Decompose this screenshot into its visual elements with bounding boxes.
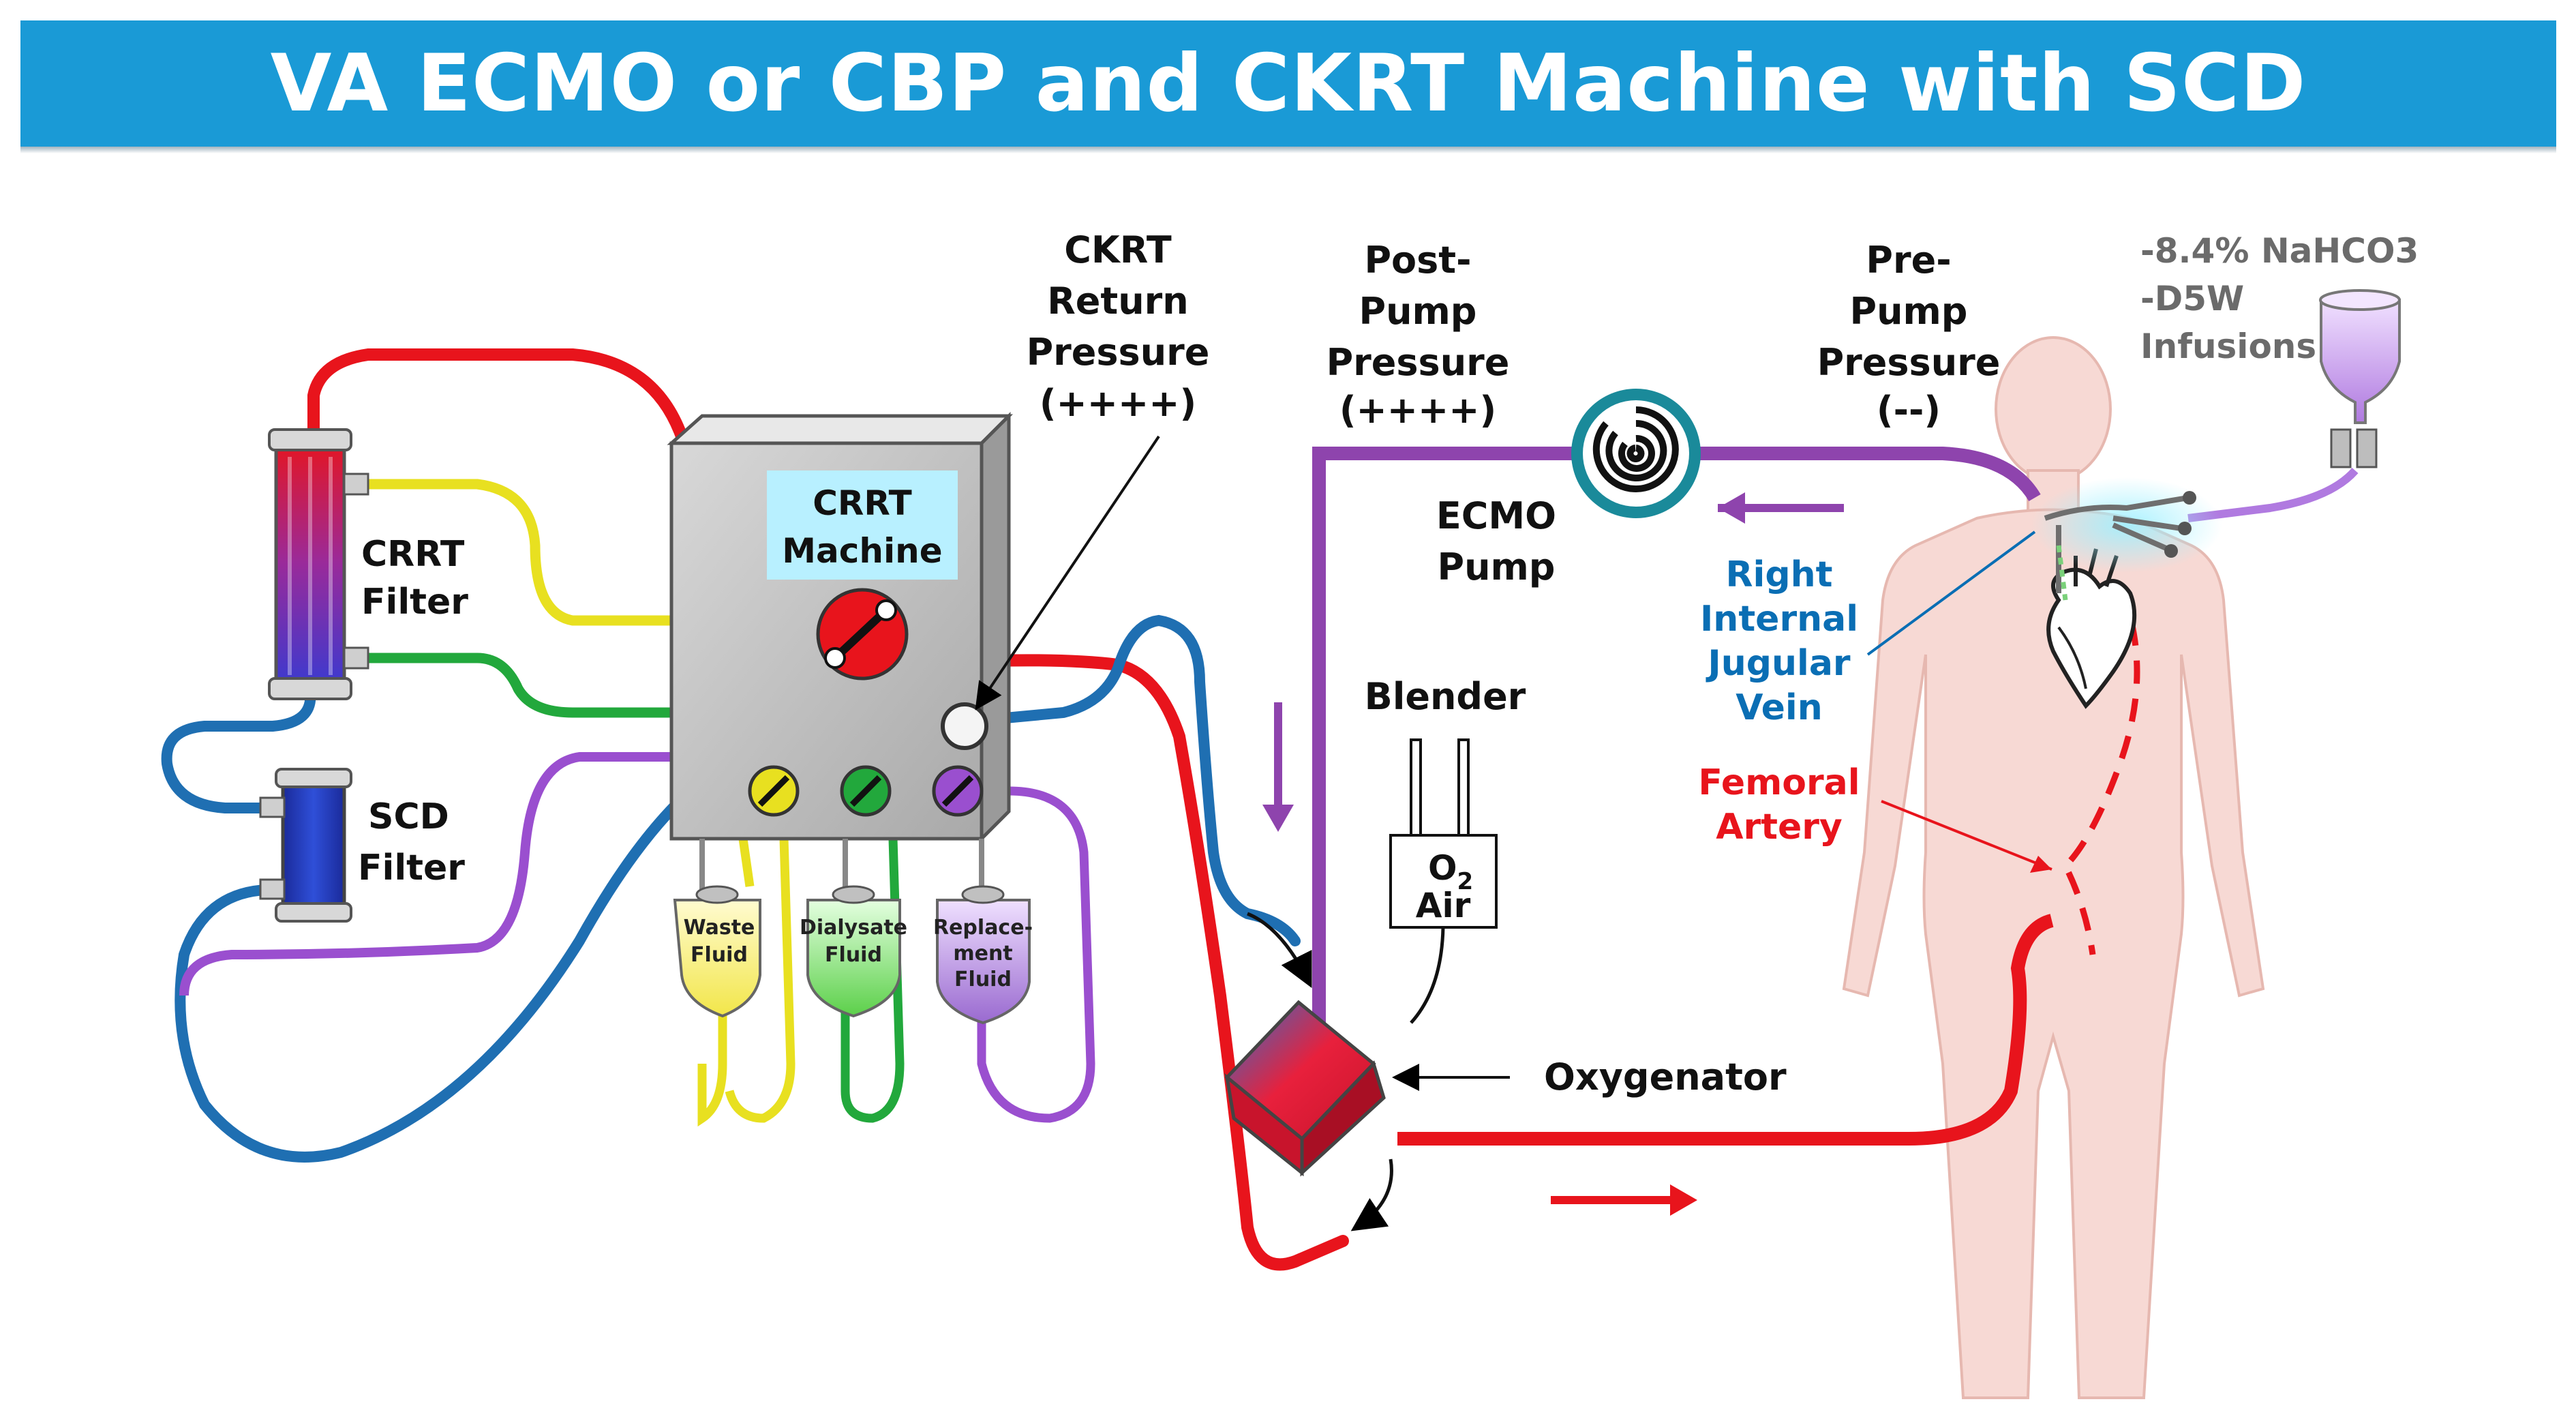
rij-vein-label-1: Right [1726,554,1833,595]
rij-vein-label-2: Internal [1700,599,1858,640]
gas-blender [1389,738,1498,929]
replacement-fluid-label-2: ment [953,942,1012,966]
title-banner: VA ECMO or CBP and CKRT Machine with SCD… [20,20,2556,256]
dialysate-fluid-label-1: Dialysate [800,916,907,940]
rij-pointer [1866,530,2036,656]
waste-fluid-label-1: Waste [684,916,755,940]
return-pressure-sensor [941,702,988,750]
yellow-loop-down [725,838,795,1123]
purple-loop-down [977,786,1095,1123]
green-tube-filter [368,653,675,718]
post-pump-label-2: Pump [1359,290,1477,333]
infusion-label-3: Infusions [2140,327,2316,366]
ckrt-return-pointer [975,435,1160,710]
crrt-filter [268,428,369,700]
dialysate-fluid-label-2: Fluid [825,943,882,967]
infusion-label-2: -D5W [2140,279,2244,318]
ckrt-return-label-1: CKRT [1064,228,1172,271]
blue-tube-scd-loop [161,687,316,813]
waste-fluid-bag [673,885,761,1018]
oxy-to-red-connector [1350,1158,1393,1231]
o2-symbol: O [1428,848,1457,888]
o2-label: O2 [1428,848,1473,895]
scd-filter-label-2: Filter [358,848,465,888]
banner-shadow [20,147,2556,153]
red-tube-arterial-return [1397,914,2055,1146]
ecmo-pump-label-2: Pump [1438,545,1556,588]
rij-vein-label-4: Vein [1736,687,1823,728]
crrt-machine-label-1: CRRT [813,483,912,523]
o2-subscript: 2 [1457,868,1474,895]
ckrt-return-label-4: (++++) [1040,382,1196,425]
pre-pump-label-3: Pressure [1817,341,2001,384]
crrt-filter-label-2: Filter [361,582,468,623]
purple-tube-scd [179,752,675,996]
air-label: Air [1416,886,1471,925]
infusion-line [2187,467,2359,522]
scd-filter [259,768,352,923]
pre-pump-label-2: Pump [1850,290,1968,333]
dialysate-fluid-bag [806,885,901,1018]
green-loop-down [840,838,905,1123]
crrt-blood-pump-icon [816,588,909,680]
infusion-bag [2319,289,2401,468]
rij-vein-label-3: Jugular [1706,643,1851,684]
waste-fluid-label-2: Fluid [691,943,748,967]
replacement-fluid-label-1: Replace- [933,916,1033,940]
purple-tube-ecmo-drainage [1312,447,1575,1023]
waste-pump-icon [748,765,800,817]
gas-line [1410,927,1445,1024]
crrt-filter-label-1: CRRT [361,534,465,575]
central-line-hub [2031,477,2222,601]
scd-filter-label-1: SCD [368,796,449,837]
femoral-pointer [1881,800,2052,871]
patient-body [1842,336,2265,1399]
post-pump-label-4: (++++) [1339,389,1496,432]
infusion-label-1: -8.4% NaHCO3 [2140,231,2419,271]
oxygenator [1224,1000,1386,1177]
ecmo-pump-label-1: ECMO [1436,494,1556,537]
page-title: VA ECMO or CBP and CKRT Machine with SCD… [270,38,2307,256]
femoral-artery-label-2: Artery [1716,807,1843,848]
pre-pump-label-1: Pre- [1866,239,1951,282]
replacement-fluid-bag [936,885,1031,1025]
ckrt-return-label-2: Return [1047,280,1189,323]
yellow-bag-loop [697,975,727,1127]
ecmo-pump-icon [1571,389,1701,518]
replacement-fluid-label-3: Fluid [954,968,1012,991]
yellow-tube-filter [368,479,675,626]
blue-to-oxy-connector [1247,912,1312,988]
oxygenator-label: Oxygenator [1544,1056,1787,1098]
blender-label: Blender [1365,675,1526,718]
pre-pump-label-4: (--) [1877,389,1941,432]
post-pump-label-3: Pressure [1327,341,1510,384]
crrt-machine-label-2: Machine [782,531,942,571]
femoral-artery-label-1: Femoral [1698,762,1860,803]
purple-tube-ecmo-venous [1697,447,2041,502]
replacement-pump-icon [932,765,984,817]
ckrt-return-label-3: Pressure [1027,331,1210,374]
post-pump-label-1: Post- [1364,239,1471,282]
dialysate-pump-icon [840,765,892,817]
